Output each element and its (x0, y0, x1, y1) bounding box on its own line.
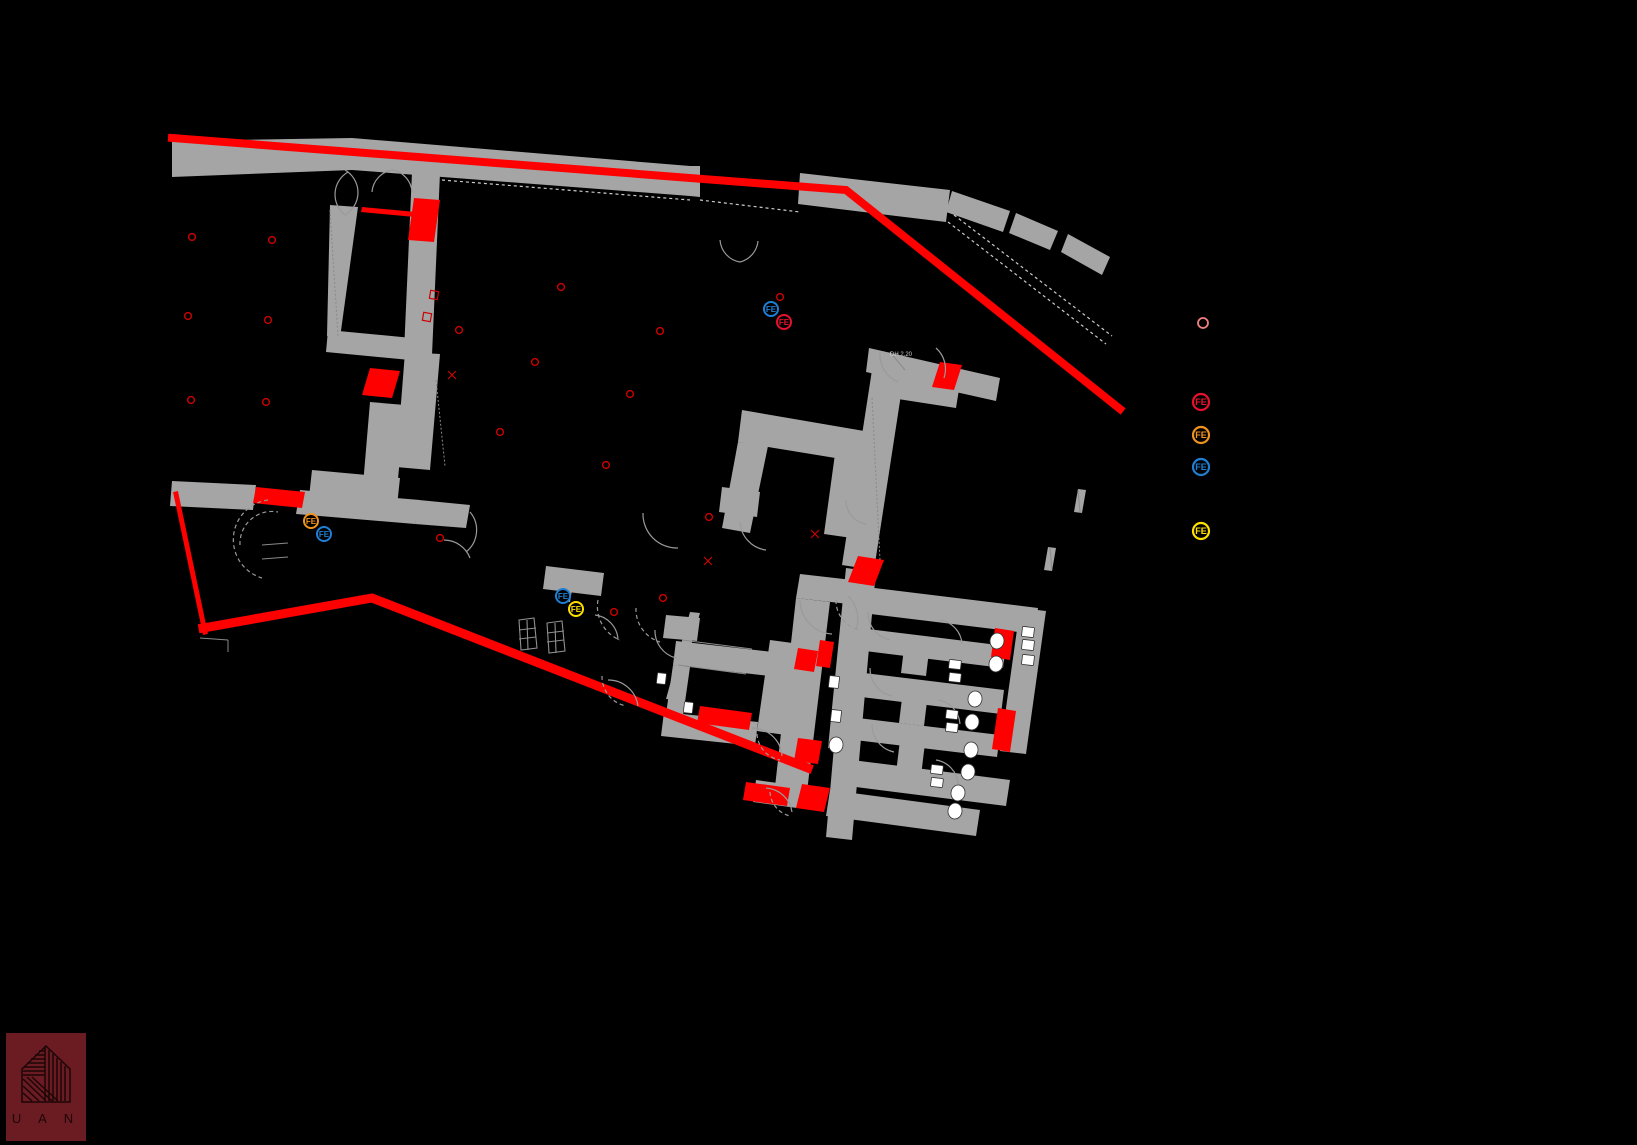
uan-logo-wordmark: U A N (11, 1111, 81, 1126)
fe-marker-label: FE (571, 605, 582, 614)
small-symbols-group (421, 289, 820, 566)
detector-marker (183, 311, 193, 321)
legend-item-fe-yellow[interactable]: FE (1191, 521, 1211, 541)
detector-marker (775, 292, 785, 302)
fire-extinguisher-marker: FE (303, 513, 319, 529)
furniture-layer (518, 617, 566, 654)
fe-marker-label: FE (319, 530, 330, 539)
detector-marker (435, 533, 445, 543)
walls-layer (170, 138, 1110, 840)
fe-marker-label: FE (306, 517, 317, 526)
detector-marker (454, 325, 464, 335)
detector-marker (530, 357, 540, 367)
legend-symbols-group: FE FE FE FE (1191, 317, 1211, 541)
uan-logo-mark (21, 1044, 71, 1103)
detector-marker (263, 315, 273, 325)
fire-extinguisher-marker: FE (763, 301, 779, 317)
detector-marker (609, 607, 619, 617)
uan-logo: U A N (6, 1033, 86, 1141)
fe-marker-label: FE (779, 318, 790, 327)
detector-marker (655, 326, 665, 336)
fire-extinguisher-marker: FE (776, 314, 792, 330)
small-red-symbol (703, 556, 713, 566)
detector-marker (601, 460, 611, 470)
fire-rated-segments (253, 198, 1016, 812)
detector-marker (625, 389, 635, 399)
detector-marker (658, 593, 668, 603)
door-swings-layer (232, 169, 963, 817)
detector-marker (261, 397, 271, 407)
small-red-symbol (421, 311, 433, 323)
small-red-symbol (428, 289, 440, 301)
fe-marker-label: FE (766, 305, 777, 314)
window-hatch-layer (441, 179, 1113, 345)
small-red-symbol (447, 370, 457, 380)
detector-markers-group (183, 232, 785, 617)
legend-item-label: FE (1195, 430, 1207, 440)
detector-marker (186, 395, 196, 405)
detector-marker (267, 235, 277, 245)
detector-marker (187, 232, 197, 242)
legend-item-label: FE (1195, 397, 1207, 407)
detector-marker (495, 427, 505, 437)
legend-item-fe-red[interactable]: FE (1191, 392, 1211, 412)
fire-extinguisher-marker: FE (316, 526, 332, 542)
legend-item-fe-blue[interactable]: FE (1191, 457, 1211, 477)
detector-marker (704, 512, 714, 522)
fire-extinguisher-marker: FE (555, 588, 571, 604)
small-red-symbol (810, 529, 820, 539)
fire-extinguisher-marker: FE (568, 601, 584, 617)
detector-marker (556, 282, 566, 292)
sanitary-fixtures-layer (656, 626, 1035, 820)
legend-item-fe-orange[interactable]: FE (1191, 425, 1211, 445)
legend-item-label: FE (1195, 526, 1207, 536)
legend-item-label: FE (1195, 462, 1207, 472)
door-height-label: DH 2.20 (890, 352, 913, 358)
fe-marker-label: FE (558, 592, 569, 601)
legend-item-detector[interactable] (1197, 317, 1209, 329)
escape-route-layer (167, 133, 1126, 774)
